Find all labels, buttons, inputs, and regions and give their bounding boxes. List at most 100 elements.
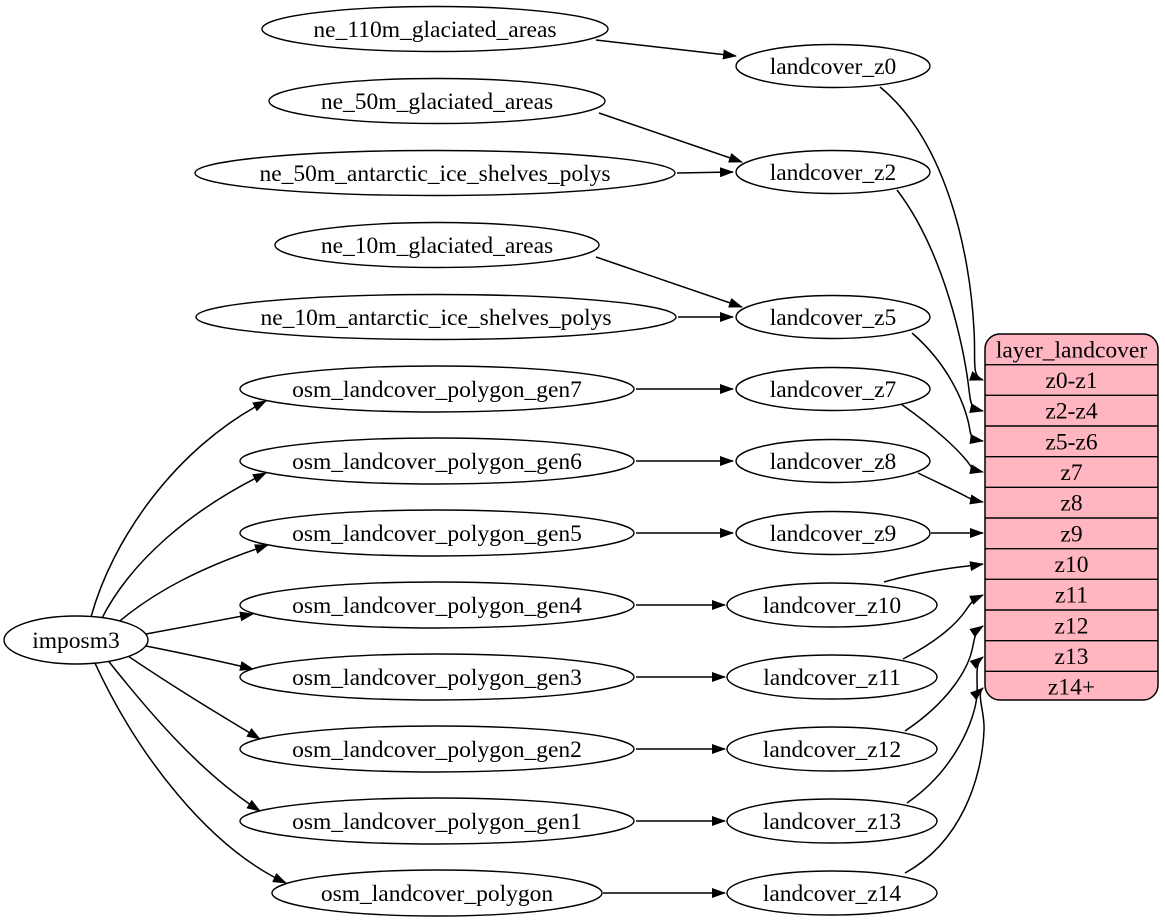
edge-layer [90, 39, 985, 898]
node-osm-landcover-polygon-gen3: osm_landcover_polygon_gen3 [239, 653, 635, 701]
source-label: ne_10m_antarctic_ice_shelves_polys [260, 305, 611, 331]
source-ellipse [239, 797, 635, 845]
zoom-ellipse [735, 510, 931, 556]
source-label: ne_50m_glaciated_areas [321, 89, 553, 115]
node-osm-landcover-polygon-gen5: osm_landcover_polygon_gen5 [239, 509, 635, 557]
edge-z13-to-row-z13 [906, 656, 984, 804]
source-ellipse [271, 869, 603, 917]
zoom-ellipse [735, 366, 931, 412]
source-label: ne_110m_glaciated_areas [313, 17, 556, 43]
edge-imposm3-to-gen2 [121, 651, 261, 740]
record-row-z11: z11 [1055, 583, 1088, 609]
node-ne-110m-glaciated-areas: ne_110m_glaciated_areas [261, 5, 609, 53]
record-row-z10: z10 [1055, 552, 1089, 578]
node-ne-10m-antarctic-ice-shelves-polys: ne_10m_antarctic_ice_shelves_polys [195, 293, 677, 341]
imposm3-ellipse [3, 615, 149, 665]
zoom-ellipse [735, 438, 931, 484]
node-landcover-z2: landcover_z2 [735, 149, 931, 195]
source-ellipse [274, 221, 600, 269]
zoom-label: landcover_z11 [763, 665, 900, 691]
zoom-label: landcover_z7 [770, 377, 897, 403]
source-label: osm_landcover_polygon_gen3 [292, 665, 582, 691]
edge-z2-to-row-z2z4 [896, 189, 984, 413]
record-row-z5-z6: z5-z6 [1045, 429, 1097, 455]
edge-imposm3-to-gen5 [113, 544, 269, 627]
record-row-z0-z1: z0-z1 [1045, 368, 1097, 394]
source-ellipse [194, 149, 676, 197]
edge-z8-to-row-z8 [917, 472, 984, 505]
zoom-ellipse [726, 582, 938, 628]
node-osm-landcover-polygon-gen4: osm_landcover_polygon_gen4 [239, 581, 635, 629]
record-title: layer_landcover [996, 338, 1148, 364]
edge-ne50m-antarctic-to-z2 [676, 167, 734, 178]
source-label: osm_landcover_polygon_gen2 [292, 737, 582, 763]
zoom-ellipse [726, 726, 938, 772]
zoom-label: landcover_z2 [770, 160, 897, 186]
node-imposm3: imposm3 [3, 615, 149, 665]
node-landcover-z8: landcover_z8 [735, 438, 931, 484]
zoom-ellipse [726, 870, 938, 916]
source-ellipse [239, 365, 635, 413]
edge-imposm3-to-gen4 [145, 611, 254, 635]
zoom-label: landcover_z5 [770, 305, 897, 331]
source-label: ne_10m_glaciated_areas [321, 233, 553, 259]
zoom-ellipse [726, 654, 938, 700]
zoom-ellipse [735, 43, 931, 89]
node-landcover-z13: landcover_z13 [726, 798, 938, 844]
node-osm-landcover-polygon-gen7: osm_landcover_polygon_gen7 [239, 365, 635, 413]
source-ellipse [239, 437, 635, 485]
source-label: osm_landcover_polygon_gen5 [292, 521, 582, 547]
node-osm-landcover-polygon-gen2: osm_landcover_polygon_gen2 [239, 725, 635, 773]
node-ne-50m-glaciated-areas: ne_50m_glaciated_areas [268, 77, 606, 125]
edge-imposm3-to-gen7 [90, 400, 267, 618]
edge-ne110m-to-z0 [595, 39, 737, 60]
node-ne-10m-glaciated-areas: ne_10m_glaciated_areas [274, 221, 600, 269]
source-ellipse [261, 5, 609, 53]
node-osm-landcover-polygon: osm_landcover_polygon [271, 869, 603, 917]
record-row-z8: z8 [1060, 491, 1082, 517]
node-landcover-z7: landcover_z7 [735, 366, 931, 412]
edge-z11-to-row-z11 [902, 594, 984, 660]
node-landcover-z0: landcover_z0 [735, 43, 931, 89]
zoom-label: landcover_z0 [770, 54, 897, 80]
source-ellipse [195, 293, 677, 341]
zoom-label: landcover_z9 [770, 521, 897, 547]
edge-imposm3-to-gen6 [100, 472, 267, 621]
record-row-z13: z13 [1055, 644, 1089, 670]
source-label: osm_landcover_polygon_gen6 [292, 449, 582, 475]
source-label: osm_landcover_polygon_gen1 [292, 809, 582, 835]
source-ellipse [239, 509, 635, 557]
source-ellipse [239, 653, 635, 701]
source-label: osm_landcover_polygon [321, 881, 554, 907]
record-row-z2-z4: z2-z4 [1045, 399, 1097, 425]
zoom-label: landcover_z10 [763, 593, 901, 619]
zoom-label: landcover_z13 [763, 809, 901, 835]
edge-z5-to-row-z5z6 [911, 332, 984, 444]
record-layer-landcover: layer_landcover z0-z1 z2-z4 z5-z6 z7 z8 … [984, 333, 1159, 701]
edge-imposm3-to-gen3 [145, 645, 254, 671]
node-landcover-z14: landcover_z14 [726, 870, 938, 916]
edge-z0-to-row-z0z1 [879, 86, 984, 381]
edge-z10-to-row-z10 [883, 561, 984, 583]
edge-z12-to-row-z12 [904, 625, 984, 732]
node-landcover-z11: landcover_z11 [726, 654, 938, 700]
edge-z14-to-row-z14plus [904, 687, 985, 874]
record-row-z9: z9 [1060, 521, 1082, 547]
zoom-label: landcover_z8 [770, 449, 897, 475]
edge-imposm3-to-gen1 [105, 657, 261, 812]
zoom-label: landcover_z12 [763, 737, 901, 763]
source-label: osm_landcover_polygon_gen4 [292, 593, 582, 619]
source-label: ne_50m_antarctic_ice_shelves_polys [259, 161, 610, 187]
source-ellipse [239, 581, 635, 629]
node-landcover-z5: landcover_z5 [735, 294, 931, 340]
node-osm-landcover-polygon-gen1: osm_landcover_polygon_gen1 [239, 797, 635, 845]
source-ellipse [239, 725, 635, 773]
edge-imposm3-to-polygon [93, 660, 287, 884]
record-row-z12: z12 [1055, 613, 1089, 639]
node-landcover-z12: landcover_z12 [726, 726, 938, 772]
imposm3-label: imposm3 [32, 628, 119, 654]
node-osm-landcover-polygon-gen6: osm_landcover_polygon_gen6 [239, 437, 635, 485]
node-landcover-z9: landcover_z9 [735, 510, 931, 556]
zoom-ellipse [726, 798, 938, 844]
